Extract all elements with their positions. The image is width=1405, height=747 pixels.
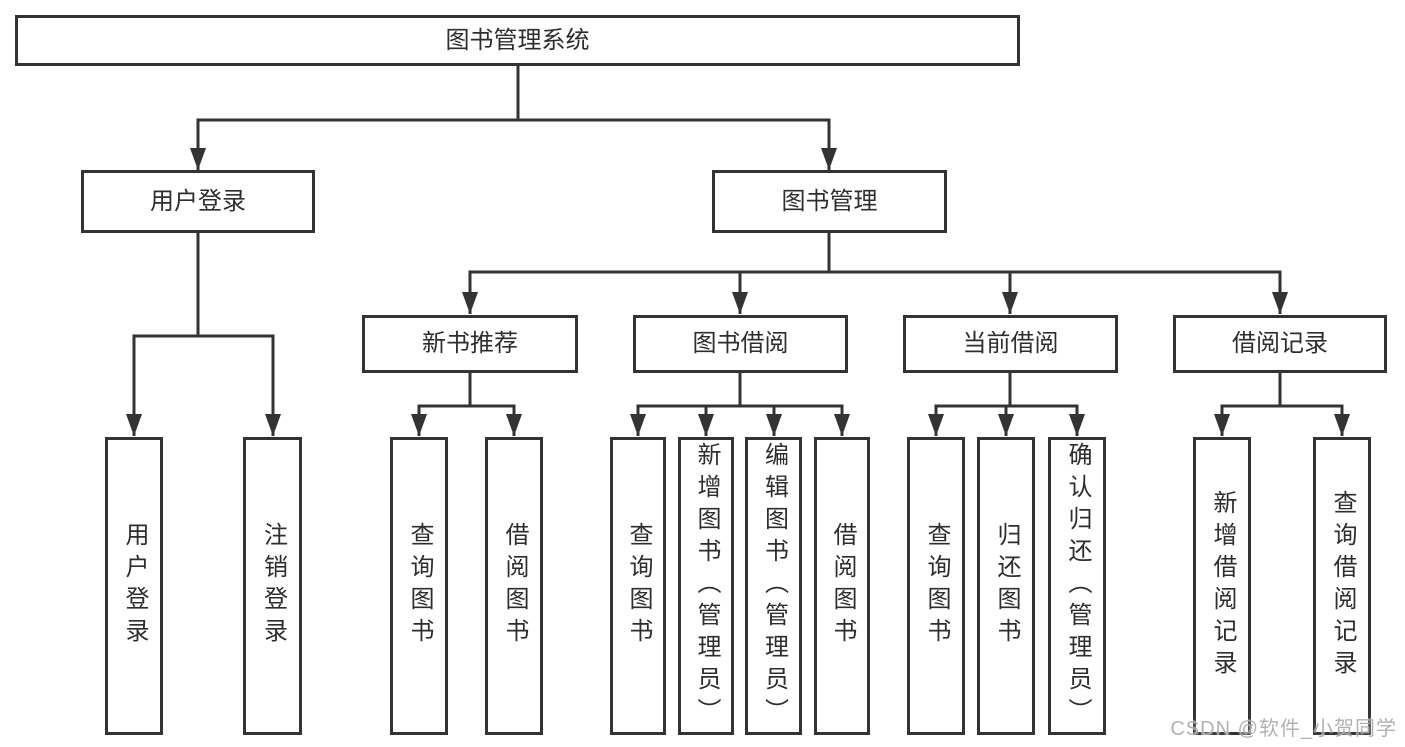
node-label: 查询图书 (625, 522, 652, 650)
node-bb-add-books-admin: 新增图书（管理员） (678, 437, 734, 735)
node-book-management: 图书管理 (712, 170, 947, 233)
node-new-book-recommendation: 新书推荐 (362, 315, 578, 373)
connector-book-management-children (462, 233, 1288, 314)
connector-root-to-level2 (190, 66, 837, 170)
node-label: 新增图书（管理员） (693, 442, 720, 730)
node-label: 借阅图书 (829, 522, 856, 650)
node-label: 借阅记录 (1232, 330, 1328, 357)
node-borrowing-records: 借阅记录 (1173, 315, 1387, 373)
node-label: 查询图书 (406, 522, 433, 650)
node-label: 当前借阅 (962, 330, 1059, 357)
node-label: 新增借阅记录 (1209, 490, 1236, 682)
connector-new-book-children (411, 373, 522, 436)
node-br-query-record: 查询借阅记录 (1313, 437, 1371, 735)
connector-borrowing-records-children (1214, 373, 1350, 436)
node-label: 用户登录 (121, 522, 148, 650)
node-label: 借阅图书 (501, 522, 528, 650)
node-book-borrowing: 图书借阅 (633, 315, 848, 373)
node-logout-action: 注销登录 (243, 437, 302, 735)
node-label: 归还图书 (993, 522, 1020, 650)
node-label: 确认归还（管理员） (1064, 442, 1091, 730)
connector-current-borrowing-children (928, 373, 1085, 436)
node-label: 用户登录 (150, 187, 246, 215)
node-cb-query-books: 查询图书 (907, 437, 965, 735)
node-user-login-action: 用户登录 (105, 437, 163, 735)
node-bb-query-books: 查询图书 (610, 437, 666, 735)
node-nb-borrow-books: 借阅图书 (485, 437, 543, 735)
node-cb-return-books: 归还图书 (977, 437, 1035, 735)
node-cb-confirm-return-admin: 确认归还（管理员） (1048, 437, 1106, 735)
node-label: 图书借阅 (692, 330, 789, 357)
node-label: 图书管理系统 (445, 26, 590, 54)
node-bb-borrow-books: 借阅图书 (814, 437, 870, 735)
node-label: 查询图书 (923, 522, 950, 650)
node-bb-edit-books-admin: 编辑图书（管理员） (745, 437, 802, 735)
node-current-borrowing: 当前借阅 (903, 315, 1118, 373)
node-label: 图书管理 (781, 187, 878, 215)
node-library-management-system: 图书管理系统 (15, 15, 1020, 66)
node-label: 新书推荐 (422, 330, 518, 357)
connector-book-borrowing-children (630, 373, 850, 436)
connector-user-login-children (126, 233, 281, 436)
node-label: 查询借阅记录 (1329, 490, 1356, 682)
node-nb-query-books: 查询图书 (390, 437, 448, 735)
csdn-watermark: CSDN @软件_小贺同学 (1170, 718, 1397, 740)
node-br-add-record: 新增借阅记录 (1193, 437, 1251, 735)
node-label: 编辑图书（管理员） (760, 442, 788, 730)
node-label: 注销登录 (259, 522, 287, 650)
node-user-login: 用户登录 (81, 170, 315, 233)
